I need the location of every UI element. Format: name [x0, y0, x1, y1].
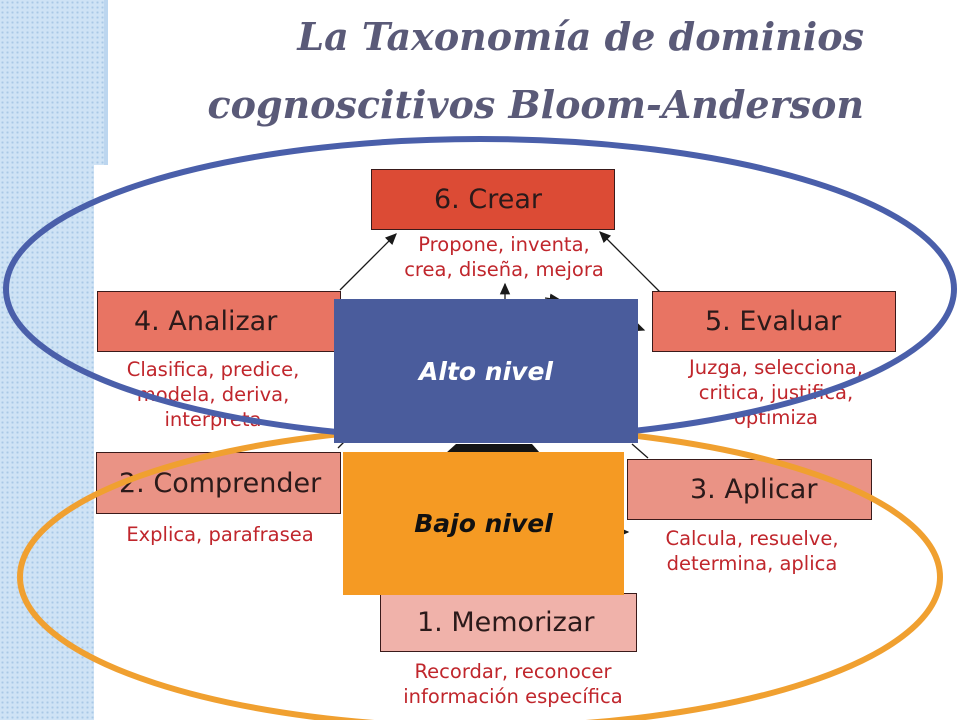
level-label-memorizar: 1. Memorizar: [417, 607, 595, 638]
level-box-crear: 6. Crear: [371, 169, 615, 230]
arrow-aplicar-evaluar: [631, 443, 649, 459]
level-box-aplicar: 3. Aplicar: [627, 459, 872, 520]
alto-nivel-box: Alto nivel: [334, 299, 638, 443]
level-box-evaluar: 5. Evaluar: [652, 291, 896, 352]
level-description-analizar: Clasifica, predice, modela, deriva, inte…: [126, 358, 300, 431]
level-description-comprender: Explica, parafrasea: [126, 523, 314, 546]
level-label-evaluar: 5. Evaluar: [705, 306, 842, 337]
level-label-crear: 6. Crear: [434, 184, 542, 215]
level-label-analizar: 4. Analizar: [134, 306, 278, 337]
bajo-nivel-label: Bajo nivel: [414, 509, 553, 538]
alto-nivel-label: Alto nivel: [419, 356, 553, 386]
level-description-aplicar: Calcula, resuelve, determina, aplica: [665, 527, 839, 575]
stripe-edge: [104, 0, 108, 165]
level-description-memorizar: Recordar, reconocer información específi…: [403, 660, 623, 708]
arrow-analizar-crear: [339, 233, 397, 291]
slide-title-line-2: cognoscitivos Bloom-Anderson: [207, 82, 864, 127]
slide-title-line-1: La Taxonomía de dominios: [297, 14, 864, 59]
level-description-evaluar: Juzga, selecciona, critica, justifica, o…: [689, 356, 863, 429]
arrow-evaluar-crear: [599, 231, 661, 293]
level-box-analizar: 4. Analizar: [97, 291, 341, 352]
level-box-memorizar: 1. Memorizar: [380, 593, 637, 652]
level-description-crear: Propone, inventa, crea, diseña, mejora: [404, 233, 604, 281]
bajo-nivel-box: Bajo nivel: [343, 452, 624, 595]
decorative-stripe: [0, 0, 106, 720]
arrow-comprender-analizar: [337, 441, 345, 449]
level-label-aplicar: 3. Aplicar: [690, 474, 818, 505]
